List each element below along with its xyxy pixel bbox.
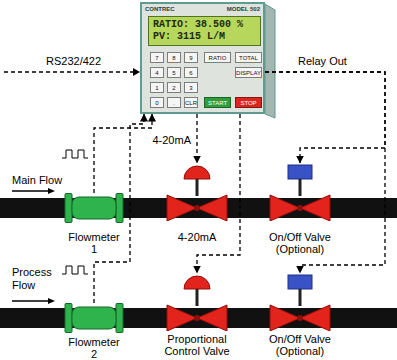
start-button: START	[204, 97, 231, 108]
keypad-button: 5	[167, 67, 181, 78]
node-text: 3	[189, 85, 192, 91]
diagram-label: RS232/422	[46, 55, 101, 68]
keypad-button: 2	[167, 82, 181, 93]
signal-line	[197, 114, 240, 273]
control-valve: Proportional Control Valve	[159, 273, 235, 357]
stop-button: STOP	[235, 97, 262, 108]
control-valve: 4-20mA	[159, 163, 235, 243]
node-text: 7	[155, 55, 158, 61]
node-text: 4-20mA	[159, 231, 235, 243]
keypad-button: DISPLAY	[235, 67, 262, 78]
keypad-button: RATIO	[204, 52, 231, 63]
node-text: 4	[155, 70, 158, 76]
node-text: Flowmeter 1	[64, 231, 124, 255]
controller-side	[265, 4, 275, 118]
keypad-button: 1	[150, 82, 164, 93]
node-text: On/Off Valve (Optional)	[262, 333, 338, 357]
arrow-head	[133, 68, 140, 76]
valve-symbol	[262, 163, 338, 221]
on-off-valve: On/Off Valve (Optional)	[262, 273, 338, 357]
node-text: RATIO	[209, 55, 227, 61]
process-pipe	[0, 308, 397, 328]
pulse-signal	[62, 150, 88, 158]
node-text: PV: 3115 L/M	[153, 31, 256, 43]
arrow-head	[48, 188, 55, 194]
node-text: RATIO: 38.500 %	[153, 19, 256, 31]
lcd-display: RATIO: 38.500 %PV: 3115 L/M	[148, 16, 261, 46]
node-text: 0	[155, 100, 158, 106]
node-text: MODEL 502	[227, 5, 260, 13]
node-text: STOP	[240, 100, 256, 106]
controller-unit: CONTREC MODEL 502RATIO: 38.500 %PV: 3115 …	[140, 2, 265, 114]
signal-line	[265, 72, 385, 163]
keypad-button: CLR	[184, 97, 198, 108]
arrow-head	[48, 298, 55, 304]
valve-symbol	[262, 273, 338, 331]
flowmeter: Flowmeter 1	[64, 193, 124, 255]
signal-line	[94, 114, 152, 193]
keypad-button: TOTAL	[235, 52, 262, 63]
node-text: DISPLAY	[236, 70, 261, 76]
flowmeter-symbol	[64, 303, 124, 333]
node-text: 5	[172, 70, 175, 76]
main-pipe	[0, 198, 397, 218]
diagram-label: Relay Out	[298, 55, 347, 68]
node-text: On/Off Valve (Optional)	[262, 231, 338, 255]
keypad-button: 3	[184, 82, 198, 93]
keypad-button: 9	[184, 52, 198, 63]
node-text: START	[208, 100, 227, 106]
flowmeter-symbol	[64, 193, 124, 223]
keypad-button: 6	[184, 67, 198, 78]
node-text: 1	[155, 85, 158, 91]
node-text: Flowmeter 2	[64, 336, 124, 360]
flow-arrow	[12, 300, 48, 301]
node-text: 2	[172, 85, 175, 91]
node-text: 6	[189, 70, 192, 76]
node-text: Proportional Control Valve	[159, 333, 235, 357]
on-off-valve: On/Off Valve (Optional)	[262, 163, 338, 255]
valve-symbol	[159, 163, 235, 221]
node-text: 8	[172, 55, 175, 61]
keypad-button: 4	[150, 67, 164, 78]
node-text: 9	[189, 55, 192, 61]
keypad-button: 7	[150, 52, 164, 63]
node-text: CLR	[185, 100, 197, 106]
pulse-signal	[62, 266, 88, 274]
flow-arrow	[12, 190, 48, 191]
keypad-button: .	[167, 97, 181, 108]
signal-label: 4-20mA	[151, 134, 192, 147]
keypad-button: 8	[167, 52, 181, 63]
node-text: TOTAL	[239, 55, 258, 61]
node-text: CONTREC	[145, 5, 175, 13]
keypad-button: 0	[150, 97, 164, 108]
node-text: .	[173, 100, 175, 106]
serial-link	[4, 71, 133, 72]
flowmeter: Flowmeter 2	[64, 303, 124, 360]
valve-symbol	[159, 273, 235, 331]
diagram-label: Main Flow	[12, 174, 62, 187]
signal-line	[196, 114, 197, 163]
diagram-label: Process Flow	[12, 266, 62, 292]
